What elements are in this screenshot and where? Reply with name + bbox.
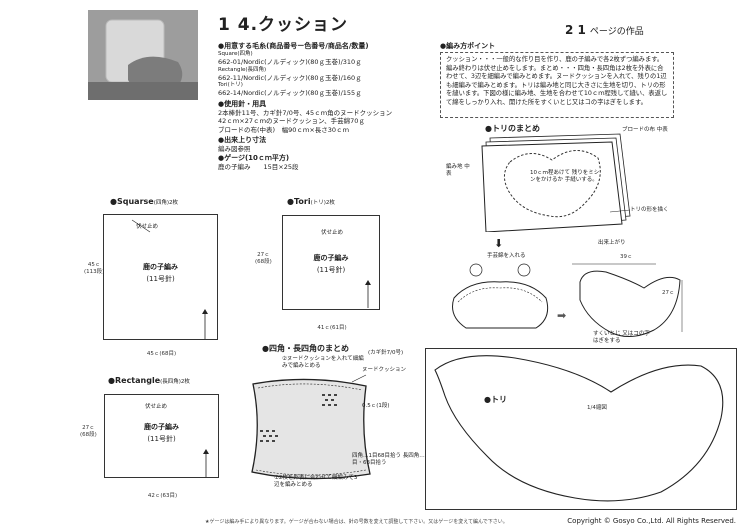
square-needle: (11号針) xyxy=(146,275,175,283)
square-width: 45ｃ(68目) xyxy=(146,351,177,357)
right-arrow-icon: ➡ xyxy=(557,309,567,322)
rectangle-chart: 伏せ止め 鹿の子編み (11号針) xyxy=(104,394,219,478)
tori-finished-illustration xyxy=(572,263,683,337)
tori-finished-height: 27ｃ xyxy=(662,290,675,296)
gauge-text: 鹿の子編み 15目×25段 xyxy=(218,162,299,171)
assembly-cushion-illustration xyxy=(251,374,371,480)
tori-closing-note: すくいとじ 又はコの字はぎをする xyxy=(593,331,650,345)
tori-finished-label: 出来上がり xyxy=(598,240,626,246)
tori-finished-width: 39ｃ xyxy=(620,254,633,260)
tori-direction-arrow xyxy=(365,280,371,308)
rectangle-needle: (11号針) xyxy=(147,435,176,443)
materials-section: ●用意する毛糸(商品番号ー色番号/商品名/数量) Square(四角) 662-… xyxy=(218,42,428,171)
rectangle-height: 27ｃ xyxy=(82,425,95,431)
points-box: クッション・・・一般的な作り目を作り、鹿の子編みで各2枚ずつ編みます。編み終わり… xyxy=(440,52,674,118)
tori-stuffing-label: 手芸綿を入れる xyxy=(487,253,526,259)
material-label-tori: Tori(トリ) xyxy=(218,82,243,89)
tori-bind-off: 伏せ止め xyxy=(321,230,344,236)
tori-subtitle: (トリ)2枚 xyxy=(310,200,335,206)
tori-knit-label: 編み地 中表 xyxy=(446,164,470,178)
gauge-heading: ●ゲージ(10ｃｍ平方) xyxy=(218,153,290,162)
square-bind-off: 伏せ止め xyxy=(136,224,159,230)
down-arrow-icon: ⬇ xyxy=(494,237,504,250)
footnote: ★ゲージは編み手により異なります。ゲージが合わない場合は、針の号数を変えて調整し… xyxy=(205,518,508,525)
tori-broad-label: ブロードの布 中表 xyxy=(622,127,668,133)
page-title: 1 4.クッション xyxy=(218,15,349,35)
tori-pattern: 鹿の子編み xyxy=(313,254,349,262)
cushion-photo xyxy=(88,10,198,100)
tori-chart: 伏せ止め 鹿の子編み (11号針) xyxy=(282,215,380,310)
tori-stuffing-illustration xyxy=(452,263,549,329)
tools-heading: ●使用針・用具 xyxy=(218,99,267,108)
tori-scale-diagram xyxy=(434,355,724,502)
tori-needle: (11号針) xyxy=(316,266,346,274)
rectangle-direction-arrow xyxy=(203,449,209,477)
cushion-photo-illustration xyxy=(88,10,198,100)
tori-height-rows: (68段) xyxy=(255,259,272,266)
assembly-stitch-note: 四角…1目68目拾う 長四角…41目・63目拾う xyxy=(352,453,432,467)
tori-layers-illustration xyxy=(481,133,631,232)
rectangle-height-dim: 27ｃ (68段) xyxy=(80,425,97,439)
tori-heading: ●Tori(トリ)2枚 xyxy=(287,197,335,207)
rectangle-pattern: 鹿の子編み xyxy=(144,423,179,431)
copyright: Copyright © Gosyo Co.,Ltd. All Rights Re… xyxy=(567,516,736,525)
square-bind-off-leader xyxy=(131,219,151,233)
scale-label: 1/4縮図 xyxy=(587,405,607,411)
rectangle-subtitle: (長四角)2枚 xyxy=(160,379,190,385)
assembly-needle: (カギ針7/0号) xyxy=(368,350,404,356)
assembly-nude-label: ヌードクッション xyxy=(362,367,407,373)
rectangle-width: 42ｃ(63目) xyxy=(147,493,178,499)
square-direction-arrow xyxy=(202,309,208,339)
tori-cut-note: トリの形を描く xyxy=(630,207,669,213)
tori-height: 27ｃ xyxy=(257,252,270,258)
square-heading: ●Squarse(四角)2枚 xyxy=(110,197,178,207)
square-subtitle: (四角)2枚 xyxy=(153,200,178,206)
tori-center-note: 10ｃｍ程あけて 残りをミシンをかけるか 手縫いする。 xyxy=(530,170,600,184)
material-value-tori: 662-14/Nordic(ノルディック)(80ｇ玉巻)/155ｇ xyxy=(218,89,362,98)
rectangle-heading: ●Rectangle(長四角)2枚 xyxy=(108,376,190,386)
square-title: ●Squarse xyxy=(110,197,154,206)
tori-height-dim: 27ｃ (68段) xyxy=(255,252,272,266)
page-reference-number: 2 1 xyxy=(565,23,586,37)
tori-assembly-title: ●トリのまとめ xyxy=(485,124,540,133)
material-value-square: 662-01/Nordic(ノルディック)(80ｇ玉巻)/310ｇ xyxy=(218,58,362,67)
square-height-rows: (113段) xyxy=(84,269,105,276)
tori-title: ●Tori xyxy=(287,197,311,206)
square-chart: 伏せ止め 鹿の子編み (11号針) xyxy=(103,214,218,340)
materials-heading: ●用意する毛糸(商品番号ー色番号/商品名/数量) xyxy=(218,42,369,50)
page-reference-text: ページの作品 xyxy=(589,27,644,37)
square-height-dim: 45ｃ (113段) xyxy=(84,262,104,276)
rectangle-height-rows: (68段) xyxy=(80,432,97,439)
points-text: クッション・・・一般的な作り目を作り、鹿の子編みで各2枚ずつ編みます。編み終わり… xyxy=(446,56,668,106)
bird-label: ●トリ xyxy=(484,395,507,404)
rectangle-bind-off: 伏せ止め xyxy=(145,404,168,410)
tori-width: 41ｃ(61目) xyxy=(317,325,347,331)
finished-heading: ●出来上り寸法 xyxy=(218,136,267,145)
assembly-note-1: ②ヌードクッションを入れて細編みで編みとめる xyxy=(282,356,364,370)
square-height: 45ｃ xyxy=(87,262,101,268)
finished-text: 編み図参照 xyxy=(218,145,251,154)
assembly-row-note: 0.5ｃ(1段) xyxy=(362,403,390,409)
points-heading: ●編み方ポイント xyxy=(440,42,496,50)
square-pattern: 鹿の子編み xyxy=(143,263,178,271)
tools-line-2: 42ｃｍ×27ｃｍのヌードクッション、手芸綿70ｇ xyxy=(218,117,365,126)
tools-line-3: ブロードの布(中表) 幅90ｃｍ×長さ30ｃｍ xyxy=(218,125,350,134)
assembly-note-2: ①2枚を外表に合わせて細編みで3辺を編みとめる xyxy=(274,475,358,489)
material-label-square: Square(四角) xyxy=(218,51,253,58)
tools-line-1: 2本棒針11号、カギ針7/0号、45ｃｍ角のヌードクッション xyxy=(218,108,393,117)
material-value-rectangle: 662-11/Nordic(ノルディック)(80ｇ玉巻)/160ｇ xyxy=(218,73,362,82)
assembly-title: ●四角・長四角のまとめ xyxy=(262,344,349,353)
rectangle-title: ●Rectangle xyxy=(108,376,161,385)
material-label-rectangle: Rectangle(長四角) xyxy=(218,66,267,73)
